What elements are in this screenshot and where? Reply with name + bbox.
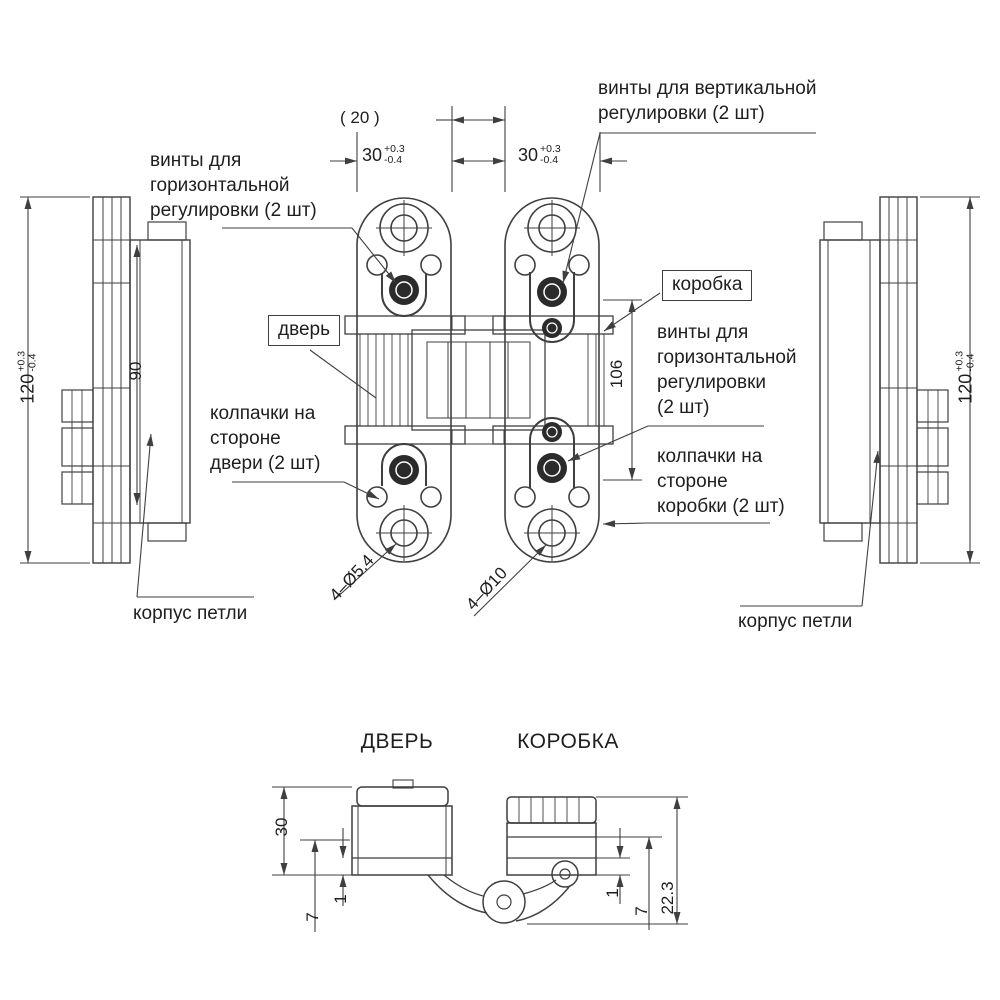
door-plate-outline bbox=[356, 197, 452, 563]
dim-screw-spacing-106: 106 bbox=[607, 359, 626, 389]
frame-leaf-knuckle-lines bbox=[587, 334, 605, 426]
door-side-view bbox=[61, 196, 191, 564]
horizontal-adjust-screw bbox=[389, 275, 419, 305]
cap-hole bbox=[568, 486, 590, 508]
pivot-small bbox=[551, 860, 579, 888]
door-leaf-knuckle-lines bbox=[359, 334, 409, 426]
dim-offset-1-left: 1 bbox=[331, 894, 350, 904]
cap-hole bbox=[366, 486, 388, 508]
front-view bbox=[344, 197, 614, 563]
dim-gap-20: ( 20 ) bbox=[340, 108, 380, 127]
dim-offset-7-left: 7 bbox=[303, 912, 322, 922]
lock-screw bbox=[542, 422, 562, 442]
linkage-mechanism bbox=[411, 315, 546, 445]
vertical-adjust-screw bbox=[537, 277, 567, 307]
dim-height-120-left: 120+0.3-0.4 bbox=[15, 350, 39, 404]
label-hinge-body-right: корпус петли bbox=[738, 611, 853, 632]
cap-hole bbox=[514, 486, 536, 508]
label-horizontal-adjust-screws-left: винты для горизонтальной регулировки (2 … bbox=[150, 150, 317, 222]
label-section-door: ДВЕРЬ bbox=[360, 730, 434, 753]
dim-total-depth-22-3: 22.3 bbox=[658, 881, 677, 915]
label-door: дверь bbox=[268, 315, 340, 347]
door-plate-screws bbox=[366, 200, 442, 561]
adjust-screw-bracket bbox=[381, 443, 427, 486]
cap-hole bbox=[568, 254, 590, 276]
cap-hole bbox=[420, 254, 442, 276]
door-plate-flange-bottom bbox=[344, 425, 466, 445]
cap-hole bbox=[514, 254, 536, 276]
section-view bbox=[351, 779, 597, 924]
door-side-lugs bbox=[61, 389, 94, 505]
label-section-frame: КОРОБКА bbox=[517, 730, 619, 753]
label-caps-frame-side: колпачки на стороне коробки (2 шт) bbox=[657, 446, 785, 518]
frame-side-lugs bbox=[916, 389, 949, 505]
adjust-screw-bracket bbox=[381, 274, 427, 317]
cap-hole bbox=[420, 486, 442, 508]
horizontal-adjust-screw bbox=[537, 453, 567, 483]
section-door-block bbox=[351, 779, 453, 876]
cap-hole bbox=[366, 254, 388, 276]
frame-side-view bbox=[819, 196, 949, 564]
dim-height-120-right: 120+0.3-0.4 bbox=[953, 350, 977, 404]
dim-depth-30: 30 bbox=[272, 817, 291, 837]
hinge-cup-body bbox=[819, 239, 881, 524]
door-plate-flange-top bbox=[344, 315, 466, 335]
frame-plate-screws bbox=[514, 200, 590, 561]
dim-body-height-90: 90 bbox=[126, 361, 145, 381]
label-horizontal-adjust-screws-right: винты для горизонтальной регулировки (2 … bbox=[657, 322, 797, 419]
dim-plate-30-right: 30+0.3-0.4 bbox=[518, 143, 561, 167]
label-hinge-body-left: корпус петли bbox=[133, 603, 248, 624]
section-frame-block bbox=[506, 796, 597, 876]
dim-plate-30-left: 30+0.3-0.4 bbox=[362, 143, 405, 167]
dim-offset-1-right: 1 bbox=[603, 888, 622, 898]
frame-plate-outline bbox=[504, 197, 600, 563]
horizontal-adjust-screw bbox=[389, 455, 419, 485]
label-frame: коробка bbox=[662, 270, 753, 302]
section-linkage bbox=[427, 860, 579, 924]
adjust-screw-bracket bbox=[529, 417, 575, 488]
dim-offset-7-right: 7 bbox=[632, 906, 651, 916]
pivot-large bbox=[482, 880, 526, 924]
lock-screw bbox=[542, 318, 562, 338]
label-vertical-adjust-screws: винты для вертикальной регулировки (2 шт… bbox=[598, 78, 817, 125]
label-caps-door-side: колпачки на стороне двери (2 шт) bbox=[210, 403, 321, 475]
leader-lines bbox=[136, 132, 881, 607]
dimension-lines bbox=[20, 106, 980, 932]
adjust-screw-bracket bbox=[529, 272, 575, 343]
